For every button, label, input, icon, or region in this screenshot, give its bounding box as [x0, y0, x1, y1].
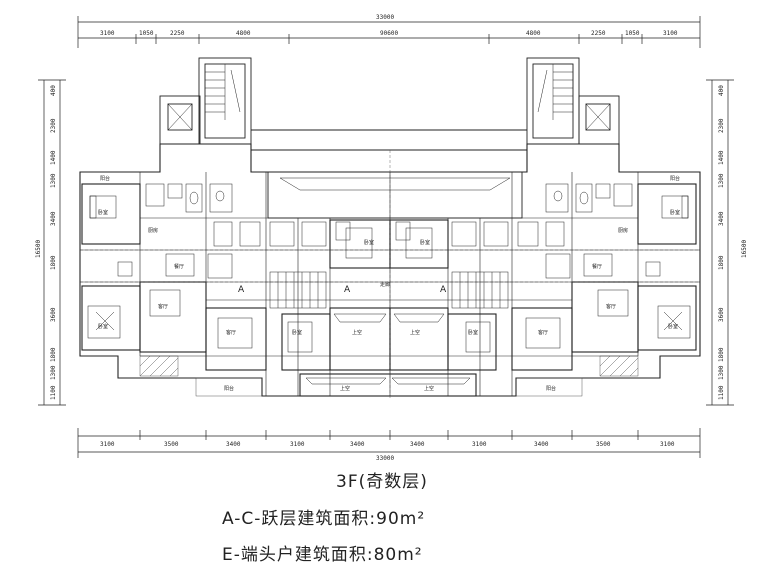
label-upper-3: 上空	[340, 385, 350, 392]
label-living-4: 客厅	[538, 329, 548, 336]
dim-top-9: 3100	[663, 30, 678, 37]
label-bedroom-5: 卧室	[364, 239, 374, 246]
label-upper-4: 上空	[424, 385, 434, 392]
label-dining-1: 餐厅	[174, 263, 184, 270]
dim-bottom-6: 3400	[410, 441, 425, 448]
dim-left-7: 3600	[50, 307, 57, 322]
stair-tower-right	[526, 57, 620, 145]
dim-top-8: 1050	[625, 30, 640, 37]
dim-bottom-1: 3100	[100, 441, 115, 448]
dim-left-9: 1300	[50, 365, 57, 380]
balcony-hatching	[139, 355, 639, 397]
label-balcony-1: 阳台	[224, 385, 234, 392]
label-balcony-2: 阳台	[546, 385, 556, 392]
label-kitchen-2: 厨房	[618, 227, 628, 234]
dim-top-1: 3100	[100, 30, 115, 37]
dim-right-4: 1300	[718, 173, 725, 188]
right-dims: 400 2300 1400 1300 3400 1800 3600 1800 1…	[718, 85, 748, 400]
label-bedroom-6: 卧室	[420, 239, 430, 246]
dim-right-5: 3400	[718, 211, 725, 226]
dim-right-7: 3600	[718, 307, 725, 322]
label-hall: 走廊	[380, 281, 390, 288]
top-total-dim: 33000	[376, 14, 394, 21]
corridor	[251, 129, 527, 219]
dim-right-3: 1400	[718, 150, 725, 165]
label-bedroom-3: 卧室	[98, 323, 108, 330]
dim-left-3: 1400	[50, 150, 57, 165]
label-bedroom-4: 卧室	[668, 323, 678, 330]
label-unit-a-1: A	[238, 285, 245, 295]
stair-tower-left	[159, 57, 252, 145]
dim-left-10: 1100	[50, 385, 57, 400]
dim-right-6: 1800	[718, 255, 725, 270]
floor-title: 3F(奇数层)	[336, 472, 428, 492]
label-living-1: 客厅	[158, 303, 168, 310]
dim-bottom-2: 3500	[164, 441, 179, 448]
dim-bottom-5: 3400	[350, 441, 365, 448]
dim-top-3: 2250	[170, 30, 185, 37]
dim-right-9: 1300	[718, 365, 725, 380]
dim-right-8: 1800	[718, 347, 725, 362]
label-kitchen-1: 厨房	[148, 227, 158, 234]
dim-left-2: 2300	[50, 118, 57, 133]
bathroom-fixtures	[145, 183, 633, 247]
area-ac-caption: A-C-跃层建筑面积:90m²	[222, 509, 426, 529]
dim-bottom-9: 3500	[596, 441, 611, 448]
label-bedroom-1: 卧室	[98, 209, 108, 216]
room-labels: 卧室 卧室 卧室 卧室 卧室 卧室 卧室 卧室 客厅 客厅 客厅 客厅 餐厅 餐…	[98, 175, 680, 392]
label-living-3: 客厅	[226, 329, 236, 336]
label-unit-a-2: A	[344, 285, 351, 295]
label-bedroom-8: 卧室	[468, 329, 478, 336]
dim-bottom-total: 33000	[376, 455, 394, 460]
label-upper-2: 上空	[410, 329, 420, 336]
label-unit-a-3: A	[440, 285, 447, 295]
side-dimension-lines	[38, 79, 734, 406]
interior-stairs	[269, 271, 509, 309]
label-bedroom-7: 卧室	[292, 329, 302, 336]
top-dimension-lines	[77, 16, 701, 48]
furniture-dining	[117, 253, 661, 279]
dim-bottom-3: 3400	[226, 441, 241, 448]
dim-left-6: 1800	[50, 255, 57, 270]
label-bedroom-2: 卧室	[670, 209, 680, 216]
dim-left-5: 3400	[50, 211, 57, 226]
bottom-dimension-lines	[77, 428, 701, 458]
label-balcony-4: 阳台	[670, 175, 680, 182]
dim-bottom-8: 3400	[534, 441, 549, 448]
dim-right-total: 16500	[741, 240, 748, 258]
grid-lines	[80, 150, 700, 400]
dim-bottom-4: 3100	[290, 441, 305, 448]
label-living-2: 客厅	[606, 303, 616, 310]
dim-right-10: 1100	[718, 385, 725, 400]
label-upper-1: 上空	[352, 329, 362, 336]
dim-top-5: 90600	[380, 30, 398, 37]
dim-top-7: 2250	[591, 30, 606, 37]
dim-right-2: 2300	[718, 118, 725, 133]
left-dims: 400 2300 1400 1300 3400 1800 3600 1800 1…	[35, 85, 57, 400]
dim-left-8: 1800	[50, 347, 57, 362]
top-segment-dims: 3100 1050 2250 4800 90600 4800 2250 1050…	[100, 30, 678, 37]
label-balcony-3: 阳台	[100, 175, 110, 182]
dim-left-1: 400	[50, 85, 57, 96]
upper-voids	[305, 313, 471, 385]
dim-top-6: 4800	[526, 30, 541, 37]
floor-plan-drawing: 33000 3100 1050 2250 4800 90600 4800 225…	[35, 14, 748, 460]
area-e-caption: E-端头户建筑面积:80m²	[222, 545, 423, 565]
dim-top-4: 4800	[236, 30, 251, 37]
dim-bottom-10: 3100	[660, 441, 675, 448]
dim-top-2: 1050	[139, 30, 154, 37]
dim-bottom-7: 3100	[472, 441, 487, 448]
dim-right-1: 400	[718, 85, 725, 96]
dim-left-total: 16500	[35, 240, 42, 258]
dim-left-4: 1300	[50, 173, 57, 188]
label-dining-2: 餐厅	[592, 263, 602, 270]
furniture-beds	[87, 195, 691, 353]
bottom-dims: 3100 3500 3400 3100 3400 3400 3100 3400 …	[100, 441, 675, 460]
